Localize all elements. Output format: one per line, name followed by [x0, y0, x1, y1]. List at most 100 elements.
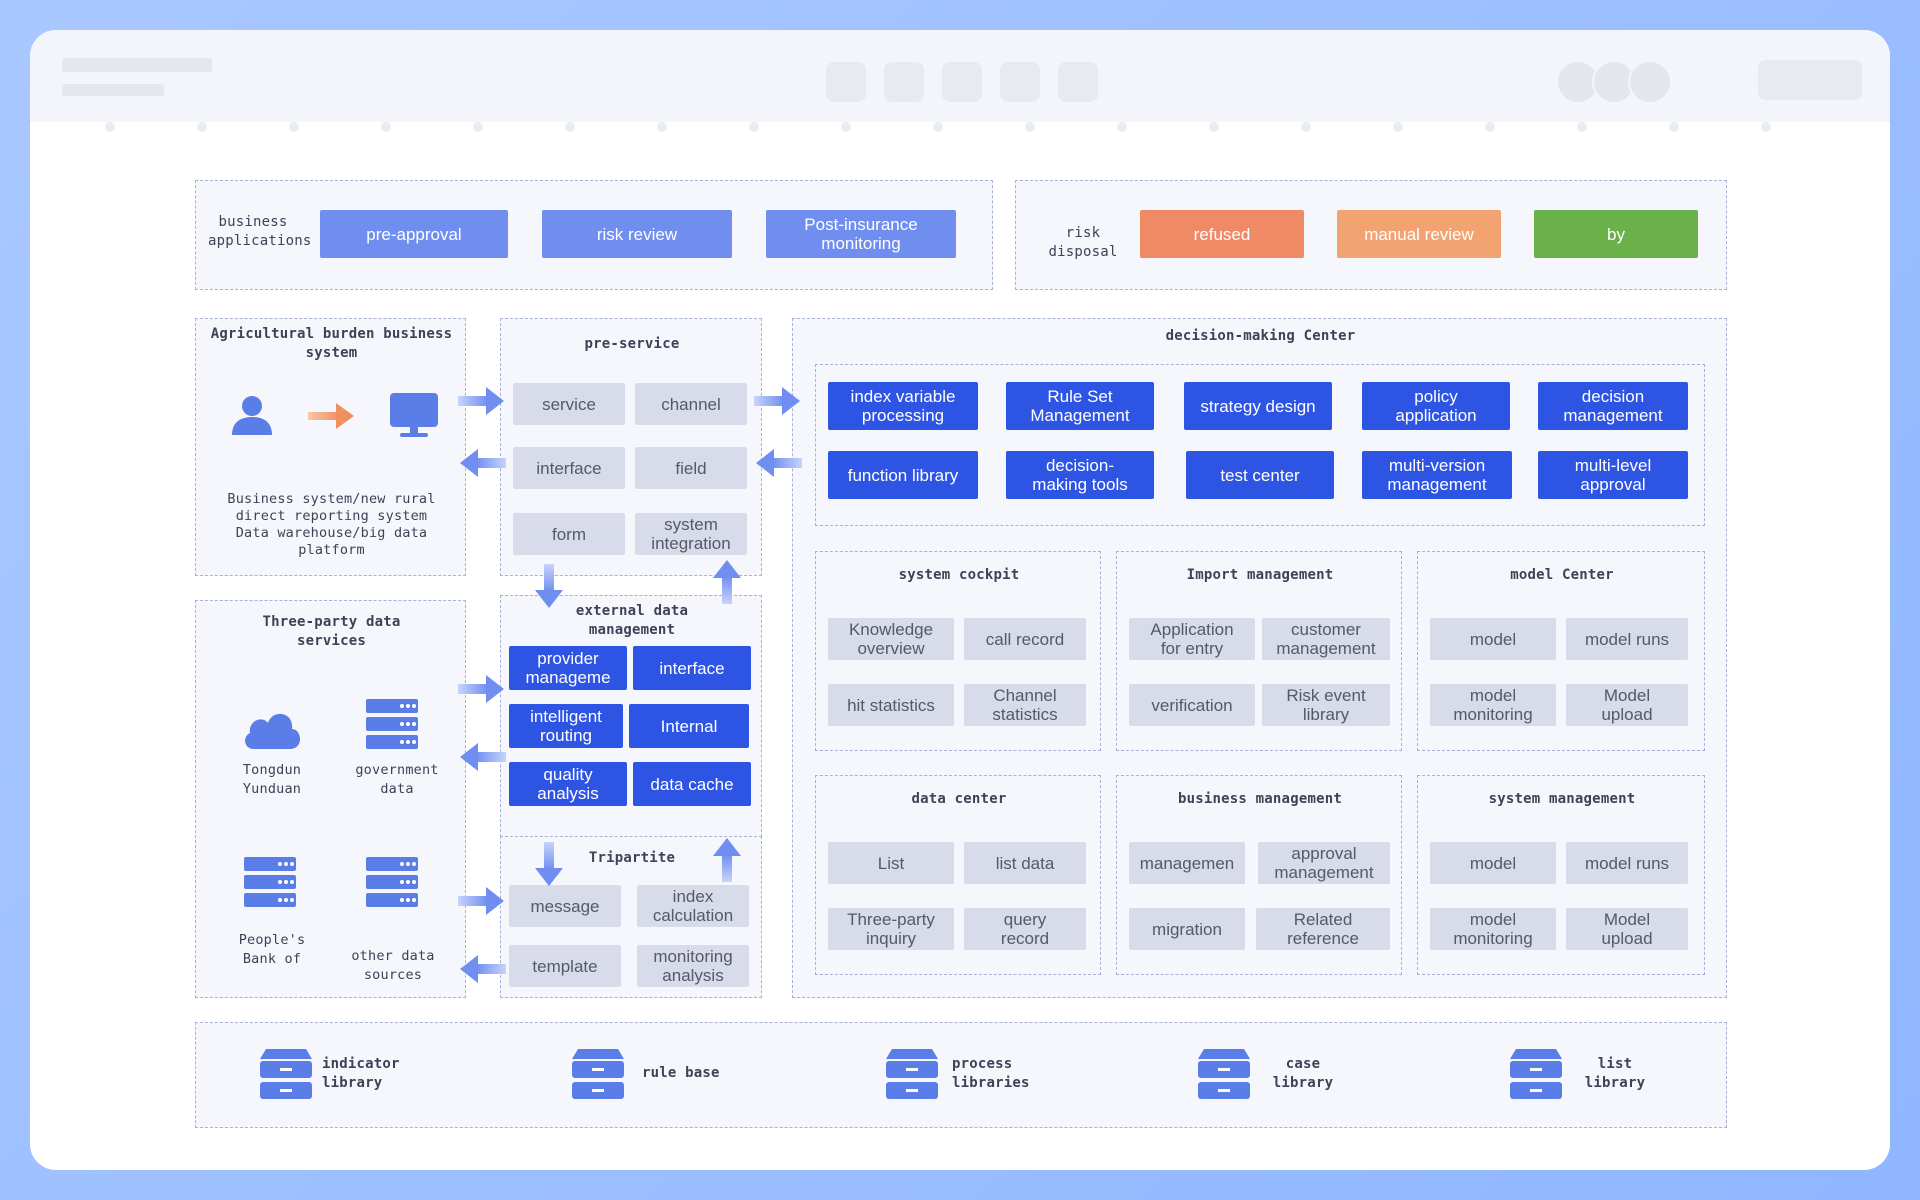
- index-calculation-item[interactable]: index calculation: [637, 885, 749, 927]
- list-data-item[interactable]: list data: [964, 842, 1086, 884]
- migration-item[interactable]: migration: [1129, 908, 1245, 950]
- related-reference-item[interactable]: Related reference: [1256, 908, 1390, 950]
- approval-management-item[interactable]: approval management: [1258, 842, 1390, 884]
- form-item[interactable]: form: [513, 513, 625, 555]
- divider-dot: [1025, 122, 1035, 132]
- data-cache-item[interactable]: data cache: [633, 762, 751, 806]
- arrow-up-icon: [713, 838, 741, 882]
- message-item[interactable]: message: [509, 885, 621, 927]
- model-runs-item[interactable]: model runs: [1566, 618, 1688, 660]
- service-item[interactable]: service: [513, 383, 625, 425]
- rule-base-icon: [572, 1049, 624, 1099]
- tripartite-title: Tripartite: [588, 850, 676, 866]
- strategy-design-item[interactable]: strategy design: [1184, 382, 1332, 430]
- knowledge-overview-item[interactable]: Knowledge overview: [828, 618, 954, 660]
- call-record-item[interactable]: call record: [964, 618, 1086, 660]
- risk-review-button[interactable]: risk review: [542, 210, 732, 258]
- model-upload-item[interactable]: Model upload: [1566, 908, 1688, 950]
- multi-level-approval-item[interactable]: multi-level approval: [1538, 451, 1688, 499]
- query-record-item[interactable]: query record: [964, 908, 1086, 950]
- action-button-placeholder[interactable]: [1758, 60, 1862, 100]
- indicator-library-label: indicator library: [322, 1056, 400, 1091]
- approved-button[interactable]: by: [1534, 210, 1698, 258]
- monitoring-analysis-item[interactable]: monitoring analysis: [637, 945, 749, 987]
- decision-tools-group: index variable processing Rule Set Manag…: [815, 364, 1705, 526]
- server-icon: [366, 699, 418, 749]
- intelligent-routing-item[interactable]: intelligent routing: [509, 704, 623, 748]
- verification-item[interactable]: verification: [1129, 684, 1255, 726]
- risk-disposal-label: risk disposal: [1048, 225, 1118, 260]
- model-center-title: model Center: [1510, 567, 1614, 583]
- divider-dot: [473, 122, 483, 132]
- pre-approval-button[interactable]: pre-approval: [320, 210, 508, 258]
- provider-management-item[interactable]: provider manageme: [509, 646, 627, 690]
- model-monitoring-item[interactable]: model monitoring: [1430, 684, 1556, 726]
- divider-dot: [1117, 122, 1127, 132]
- channel-item[interactable]: channel: [635, 383, 747, 425]
- divider-dot: [1393, 122, 1403, 132]
- interface-item[interactable]: interface: [513, 447, 625, 489]
- pre-service-panel: pre-service service channel interface fi…: [500, 318, 762, 576]
- multi-version-management-item[interactable]: multi-version management: [1362, 451, 1512, 499]
- arrow-down-icon: [535, 564, 563, 608]
- arrow-left-icon: [756, 449, 802, 477]
- agricultural-system-title: Agricultural burden business system: [210, 326, 453, 361]
- test-center-item[interactable]: test center: [1186, 451, 1334, 499]
- tongdun-yunduan-label: Tongdun Yunduan: [242, 762, 302, 797]
- system-cockpit-panel: system cockpit Knowledge overview call r…: [815, 551, 1101, 751]
- channel-statistics-item[interactable]: Channel statistics: [964, 684, 1086, 726]
- nav-tab-4[interactable]: [1000, 62, 1040, 102]
- divider-dot: [197, 122, 207, 132]
- divider-dot: [1761, 122, 1771, 132]
- pre-service-title: pre-service: [584, 336, 680, 352]
- nav-tab-3[interactable]: [942, 62, 982, 102]
- rule-base-label: rule base: [642, 1065, 720, 1081]
- import-management-title: Import management: [1186, 567, 1334, 583]
- libraries-panel: indicator library rule base process libr…: [195, 1022, 1727, 1128]
- system-cockpit-title: system cockpit: [898, 567, 1020, 583]
- field-item[interactable]: field: [635, 447, 747, 489]
- arrow-up-icon: [713, 560, 741, 604]
- divider-dot: [105, 122, 115, 132]
- customer-management-item[interactable]: customer management: [1262, 618, 1390, 660]
- three-party-inquiry-item[interactable]: Three-party inquiry: [828, 908, 954, 950]
- interface-item[interactable]: interface: [633, 646, 751, 690]
- model-item[interactable]: model: [1430, 842, 1556, 884]
- tripartite-panel: Tripartite message index calculation tem…: [500, 836, 762, 998]
- decision-management-item[interactable]: decision management: [1538, 382, 1688, 430]
- nav-tab-5[interactable]: [1058, 62, 1098, 102]
- model-item[interactable]: model: [1430, 618, 1556, 660]
- case-library-label: case library: [1272, 1056, 1334, 1091]
- peoples-bank-label: People's Bank of: [238, 932, 306, 967]
- avatar[interactable]: [1628, 60, 1672, 104]
- model-center-panel: model Center model model runs model moni…: [1417, 551, 1705, 751]
- arrow-left-icon: [460, 743, 506, 771]
- policy-application-item[interactable]: policy application: [1362, 382, 1510, 430]
- divider-dot: [933, 122, 943, 132]
- decision-making-tools-item[interactable]: decision- making tools: [1006, 451, 1154, 499]
- post-insurance-monitoring-button[interactable]: Post-insurance monitoring: [766, 210, 956, 258]
- template-item[interactable]: template: [509, 945, 621, 987]
- model-monitoring-item[interactable]: model monitoring: [1430, 908, 1556, 950]
- management-item[interactable]: managemen: [1129, 842, 1245, 884]
- index-variable-processing-item[interactable]: index variable processing: [828, 382, 978, 430]
- internal-item[interactable]: Internal: [629, 704, 749, 748]
- risk-event-library-item[interactable]: Risk event library: [1262, 684, 1390, 726]
- quality-analysis-item[interactable]: quality analysis: [509, 762, 627, 806]
- system-integration-item[interactable]: system integration: [635, 513, 747, 555]
- list-item[interactable]: List: [828, 842, 954, 884]
- cloud-icon: [245, 713, 300, 749]
- indicator-library-icon: [260, 1049, 312, 1099]
- divider-dot: [1301, 122, 1311, 132]
- third-party-data-services-panel: Three-party data services Tongdun Yundua…: [195, 600, 466, 998]
- manual-review-button[interactable]: manual review: [1337, 210, 1501, 258]
- nav-tab-2[interactable]: [884, 62, 924, 102]
- model-upload-item[interactable]: Model upload: [1566, 684, 1688, 726]
- nav-tab-1[interactable]: [826, 62, 866, 102]
- application-for-entry-item[interactable]: Application for entry: [1129, 618, 1255, 660]
- function-library-item[interactable]: function library: [828, 451, 978, 499]
- model-runs-item[interactable]: model runs: [1566, 842, 1688, 884]
- refused-button[interactable]: refused: [1140, 210, 1304, 258]
- rule-set-management-item[interactable]: Rule Set Management: [1006, 382, 1154, 430]
- hit-statistics-item[interactable]: hit statistics: [828, 684, 954, 726]
